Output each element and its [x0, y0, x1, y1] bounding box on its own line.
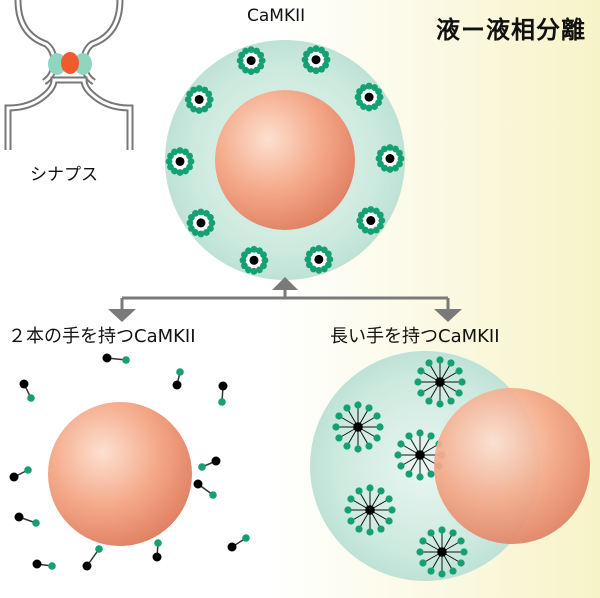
two-arm-camkii — [152, 539, 162, 562]
camkii-label: CaMKII — [247, 6, 306, 26]
camkii-in-synapse — [61, 52, 79, 74]
up-arrowhead — [272, 277, 298, 290]
long-arm-label: 長い手を持つCaMKII — [330, 326, 500, 347]
two-arm-camkii — [32, 559, 56, 570]
two-arm-camkii — [193, 479, 217, 499]
two-arm-camkii — [198, 456, 221, 471]
two-arm-camkii — [218, 381, 228, 406]
camkii-holoenzyme — [165, 147, 195, 176]
partial-sphere — [434, 388, 590, 544]
camkii-holoenzyme — [184, 85, 214, 114]
camkii-holoenzyme — [375, 144, 405, 173]
long-arm-camkii — [414, 356, 466, 408]
camkii-holoenzyme — [354, 82, 384, 112]
two-arm-camkii — [19, 379, 35, 402]
camkii-ring-group — [165, 45, 405, 275]
long-arm-camkii — [344, 484, 396, 536]
camkii-holoenzyme — [356, 206, 386, 235]
camkii-holoenzyme — [301, 45, 331, 75]
unbound-sphere — [48, 402, 192, 546]
receptor-left — [48, 53, 66, 75]
synapse-label: シナプス — [30, 165, 98, 185]
diagram-title: 液ー液相分離 — [436, 16, 586, 44]
two-arm-camkii-group — [9, 353, 250, 571]
two-arm-camkii — [172, 368, 184, 390]
camkii-holoenzyme — [186, 208, 216, 238]
two-arm-camkii — [9, 466, 32, 482]
branch-arrow — [108, 277, 462, 322]
long-arm-camkii — [332, 401, 384, 453]
synapse-illustration — [4, 0, 134, 150]
camkii-holoenzyme — [236, 46, 266, 76]
two-arm-camkii — [102, 353, 130, 364]
two-arm-camkii — [14, 512, 40, 527]
left-arrowhead — [108, 309, 136, 322]
right-arrowhead — [434, 309, 462, 322]
binding-partner-sphere — [215, 90, 355, 230]
receptor-right — [74, 53, 92, 75]
two-arm-camkii — [227, 534, 250, 552]
camkii-holoenzyme — [304, 244, 334, 274]
two-arm-camkii — [82, 545, 103, 571]
two-arm-label: ２本の手を持つCaMKII — [8, 326, 196, 347]
camkii-holoenzyme — [239, 245, 269, 275]
long-arm-camkii — [416, 526, 468, 578]
